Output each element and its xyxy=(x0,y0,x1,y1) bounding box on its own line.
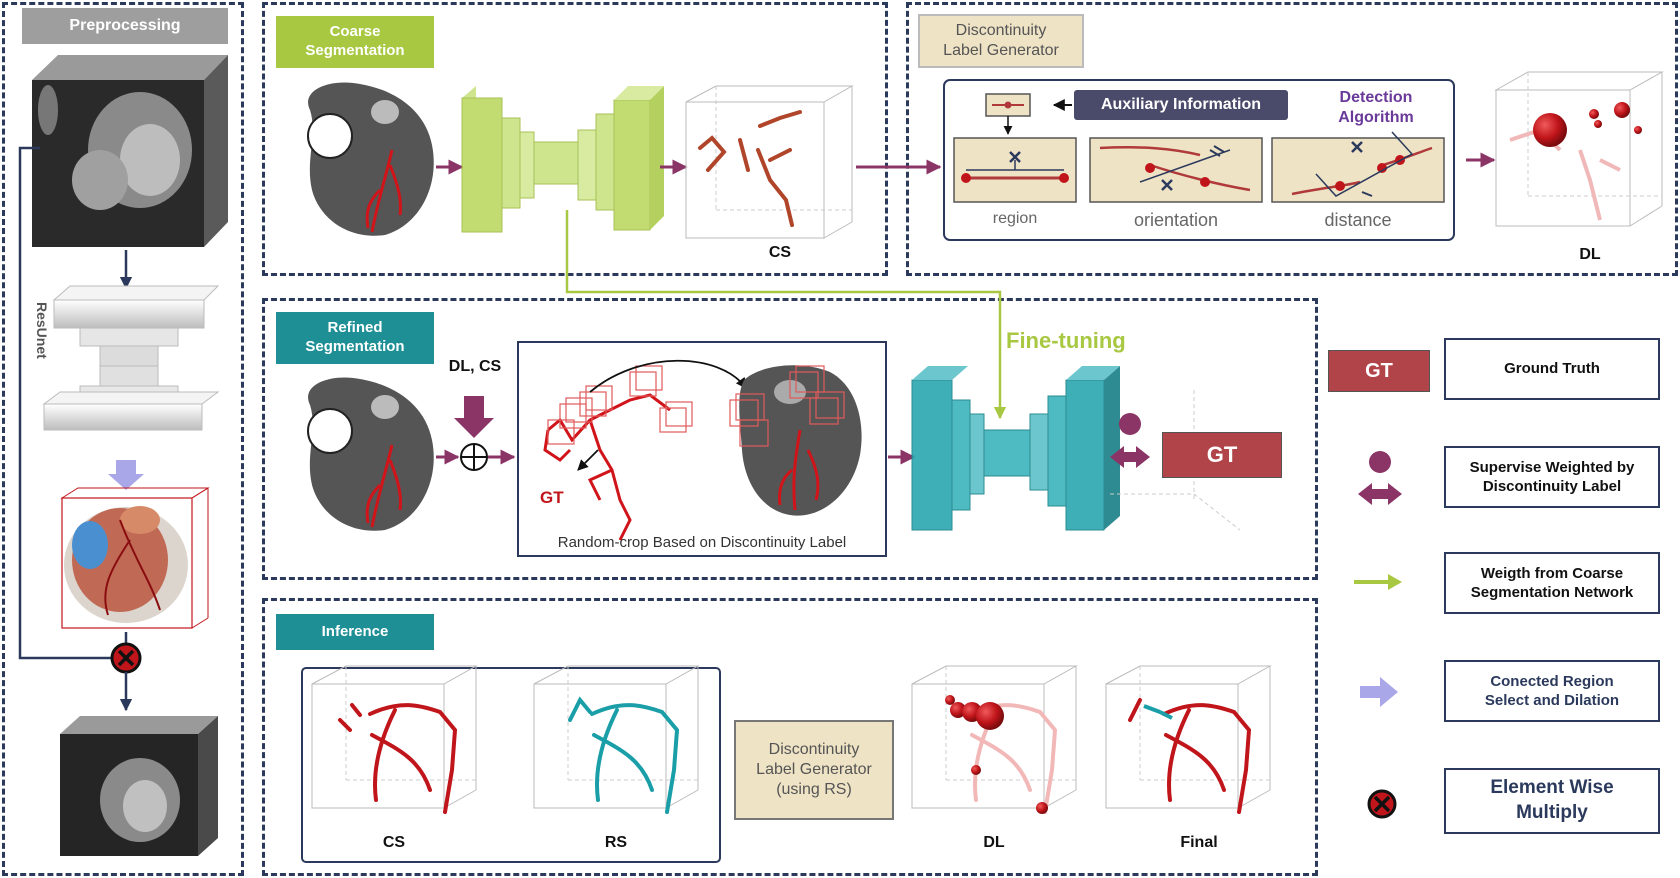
concat-icon xyxy=(460,443,488,471)
preprocessing-panel xyxy=(2,2,244,876)
inference-rs-label: RS xyxy=(604,834,628,851)
gt-box: GT xyxy=(1162,432,1282,478)
legend-weight-arrow-icon xyxy=(1354,574,1402,590)
legend-lavender-arrow-icon xyxy=(1360,677,1398,707)
inference-final-label: Final xyxy=(1180,834,1218,851)
detection-algorithm-label: Detection Algorithm xyxy=(1338,89,1414,126)
random-crop-caption: Random-crop Based on Discontinuity Label xyxy=(557,534,847,551)
inference-dlg-box: Discontinuity Label Generator (using RS) xyxy=(734,720,894,820)
preprocessing-title: Preprocessing xyxy=(22,8,228,44)
lavender-arrow-down xyxy=(108,460,144,490)
dlg-tag: Discontinuity Label Generator xyxy=(918,14,1084,68)
distance-diagram xyxy=(1271,131,1445,203)
legend-supervise-weighted: Supervise Weighted by Discontinuity Labe… xyxy=(1444,446,1660,508)
inference-dl-label: DL xyxy=(983,834,1005,851)
inference-cs-volume xyxy=(311,665,478,814)
heart-ct-render-2 xyxy=(307,377,434,531)
skip-line xyxy=(18,146,112,660)
cs-volume-box xyxy=(685,85,854,239)
inference-panel xyxy=(262,598,1318,876)
discontinuity-label-panel xyxy=(906,2,1678,276)
legend-element-wise-multiply: Element Wise Multiply xyxy=(1444,768,1660,834)
element-wise-multiply-icon xyxy=(110,642,142,674)
dl-cs-label: DL, CS xyxy=(448,358,502,375)
supervise-icon xyxy=(1110,413,1150,468)
random-crop-box xyxy=(517,341,887,557)
region-label: region xyxy=(992,210,1038,227)
auxiliary-info-badge: Auxiliary Information xyxy=(1074,90,1288,120)
legend-gt-tag: GT xyxy=(1328,350,1430,392)
inference-rs-volume xyxy=(533,665,700,814)
dlg-inner-box xyxy=(943,79,1455,241)
distance-label: distance xyxy=(1324,210,1392,230)
aux-icon xyxy=(985,93,1031,117)
legend-connected-region: Conected Region Select and Dilation xyxy=(1444,660,1660,722)
inference-cs-label: CS xyxy=(382,834,406,851)
heart-crop-render xyxy=(729,365,862,516)
gt-small-label: GT xyxy=(540,488,564,507)
orientation-diagram xyxy=(1089,137,1263,203)
dl-volume-box xyxy=(1494,71,1664,227)
legend-supervise-icon xyxy=(1358,451,1402,505)
coarse-segmentation-panel xyxy=(262,2,888,276)
inference-cs-rs-box xyxy=(301,667,721,863)
random-crop-vessel xyxy=(543,359,747,541)
orientation-label: orientation xyxy=(1133,210,1219,230)
refined-unet-icon xyxy=(911,366,1120,531)
legend-ground-truth: Ground Truth xyxy=(1444,338,1660,400)
refined-segmentation-tag: Refined Segmentation xyxy=(276,312,434,364)
resunet-icon xyxy=(42,285,220,431)
fine-tuning-label: Fine-tuning xyxy=(1006,328,1126,353)
refined-segmentation-panel xyxy=(262,298,1318,580)
region-diagram xyxy=(953,137,1077,203)
legend-weight-from-coarse: Weigth from Coarse Segmentation Network xyxy=(1444,552,1660,614)
resunet-label: ResUnet xyxy=(34,302,50,359)
heart-ct-render-1 xyxy=(307,82,434,236)
ct-volume-bottom xyxy=(60,716,218,856)
coarse-unet-icon xyxy=(461,86,664,233)
cs-label: CS xyxy=(768,244,792,261)
gt-volume-guides xyxy=(1110,390,1241,531)
heart-mesh-box xyxy=(60,487,210,629)
fine-tuning-arrow xyxy=(565,210,1007,420)
dl-label: DL xyxy=(1579,246,1601,263)
inference-tag: Inference xyxy=(276,614,434,650)
inference-final-volume xyxy=(1105,665,1272,814)
coarse-segmentation-tag: Coarse Segmentation xyxy=(276,16,434,68)
concat-arrow-down xyxy=(454,396,494,438)
legend-multiply-icon xyxy=(1367,789,1397,819)
ct-volume-top xyxy=(32,55,228,247)
inference-dl-volume xyxy=(911,665,1078,814)
